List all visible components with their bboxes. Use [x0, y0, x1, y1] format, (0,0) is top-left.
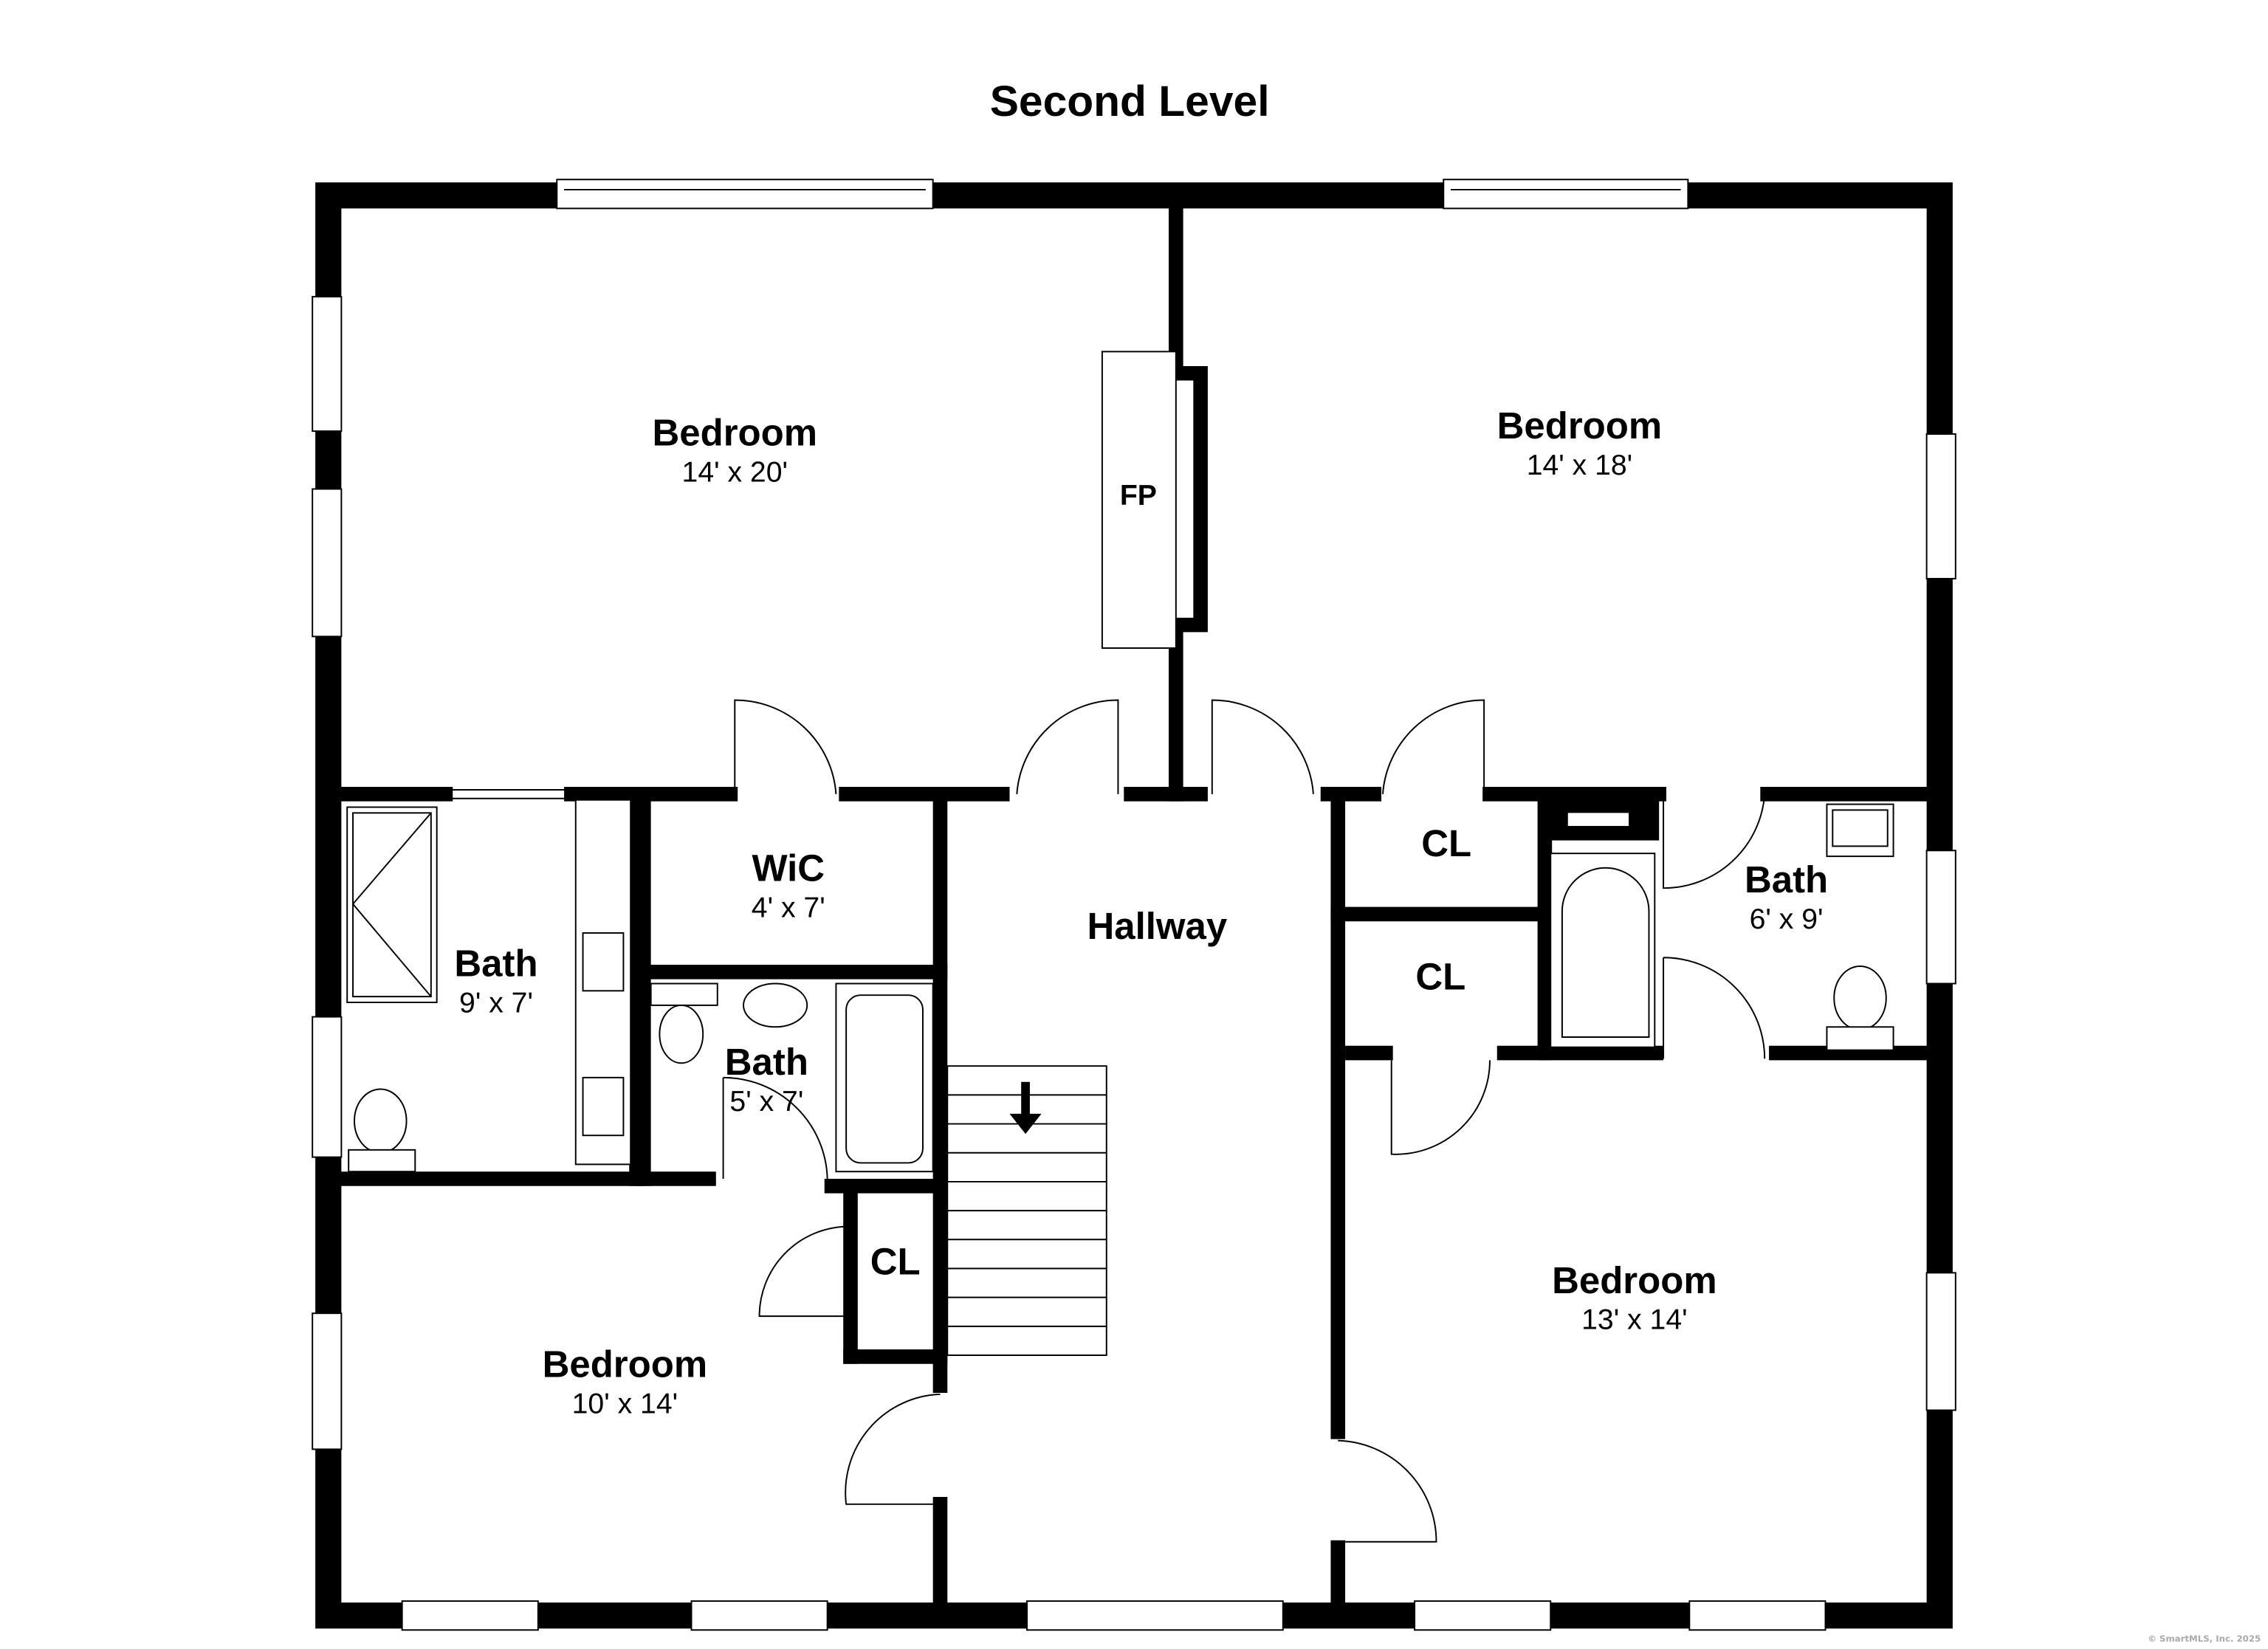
- plan-title: Second Level: [990, 78, 1270, 125]
- room-size: 4' x 7': [752, 892, 825, 923]
- room-labels: Bedroom 14' x 20' Bedroom 14' x 18' FP W…: [454, 404, 1828, 1419]
- room-name: Bath: [725, 1041, 808, 1083]
- toilet: [354, 1088, 408, 1154]
- copyright-notice: © SmartMLS, Inc. 2025: [2148, 1633, 2261, 1644]
- fixtures: [346, 799, 1894, 1173]
- down-arrow-icon: [1009, 1081, 1042, 1135]
- room-size: 9' x 7': [459, 988, 533, 1019]
- windows: [312, 179, 1956, 1631]
- room-name: Bedroom: [1497, 404, 1663, 447]
- room-name: Bath: [454, 943, 537, 985]
- room-name: Bedroom: [543, 1343, 708, 1385]
- room-size: 6' x 9': [1750, 903, 1824, 935]
- room-size: 10' x 14': [572, 1388, 678, 1419]
- room-name: FP: [1120, 480, 1157, 512]
- room-name: WiC: [752, 847, 825, 889]
- room-size: 5' x 7': [729, 1086, 803, 1118]
- sink: [743, 982, 808, 1028]
- room-size: 14' x 20': [682, 457, 788, 489]
- room-size: 13' x 14': [1581, 1304, 1687, 1336]
- fireplace: [1101, 351, 1177, 649]
- room-name: Bedroom: [1552, 1259, 1717, 1301]
- room-name: Bedroom: [653, 412, 818, 454]
- room-name: CL: [1415, 955, 1465, 997]
- room-name: Bath: [1745, 858, 1828, 901]
- door-swings: [445, 699, 1766, 1543]
- room-size: 14' x 18': [1527, 450, 1632, 481]
- room-name: CL: [870, 1240, 921, 1282]
- room-name: Hallway: [1087, 905, 1228, 947]
- staircase: [946, 1065, 1107, 1356]
- room-name: CL: [1421, 822, 1471, 864]
